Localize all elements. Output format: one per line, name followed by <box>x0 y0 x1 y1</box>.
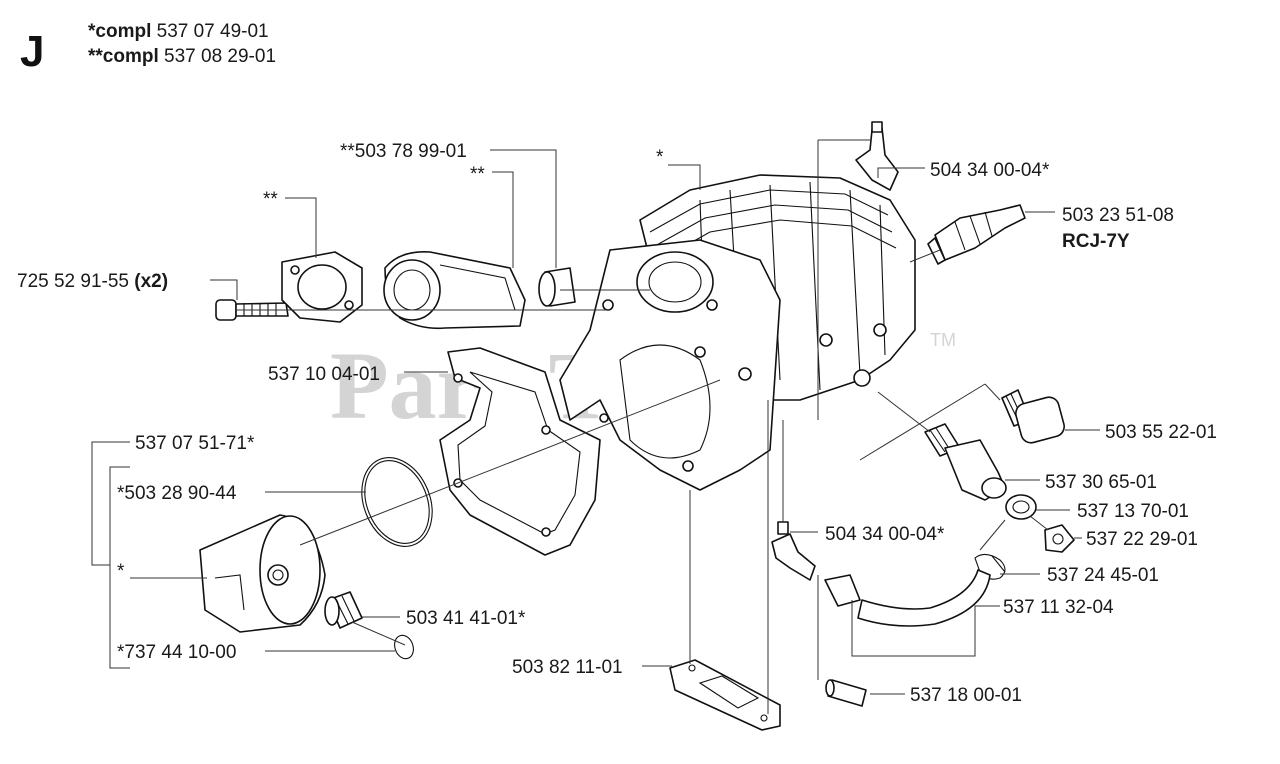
base-gasket-drawing <box>439 347 601 556</box>
watermark-tm: TM <box>930 330 956 350</box>
label-hose: 537 11 32-04 <box>1003 597 1114 618</box>
label-filter: 537 18 00-01 <box>910 685 1022 706</box>
label-intake-manifold: ** <box>470 164 485 185</box>
label-exhaust-gasket: 503 82 11-01 <box>512 657 623 678</box>
label-needle-bearing: 503 41 41-01* <box>406 608 526 629</box>
plug-drawing <box>1001 389 1065 444</box>
piston-drawing <box>199 514 326 633</box>
label-clamp: 537 24 45-01 <box>1047 565 1159 586</box>
circlip-drawing <box>394 634 414 660</box>
label-cylinder: * <box>656 147 664 168</box>
label-screw: 725 52 91-55 (x2) <box>17 271 168 292</box>
label-piston-ring: *503 28 90-44 <box>117 483 237 504</box>
label-spark-plug: 503 23 51-08 <box>1062 205 1174 226</box>
intake-gasket-drawing <box>281 251 363 323</box>
label-base-gasket: 537 10 04-01 <box>268 364 380 385</box>
label-nipple-top: 504 34 00-04* <box>930 160 1050 181</box>
exhaust-gasket-drawing <box>669 659 781 731</box>
label-banjo-screw: 537 22 29-01 <box>1086 529 1198 550</box>
label-washer: 537 13 70-01 <box>1077 501 1189 522</box>
compl-line-2: **compl 537 08 29-01 <box>88 46 276 67</box>
section-letter: J <box>20 27 44 76</box>
label-piston: * <box>117 561 125 582</box>
hose-drawing <box>824 569 991 627</box>
banjo-screw-drawing <box>1044 524 1075 553</box>
piston-ring-drawing <box>361 457 433 547</box>
washer-drawing <box>1005 494 1037 520</box>
label-spark-plug-type: RCJ-7Y <box>1062 231 1130 252</box>
cylinder-drawing <box>559 174 916 491</box>
label-sleeve: **503 78 99-01 <box>340 141 467 162</box>
label-intake-gasket: ** <box>263 189 278 210</box>
sleeve-drawing <box>538 267 576 307</box>
nipple-top-drawing <box>855 121 899 191</box>
label-decomp-valve: 537 30 65-01 <box>1045 472 1157 493</box>
label-nipple-bottom: 504 34 00-04* <box>825 524 945 545</box>
label-circlip: *737 44 10-00 <box>117 642 236 663</box>
needle-bearing-drawing <box>324 591 363 629</box>
nipple-bottom-drawing <box>771 521 816 581</box>
compl-line-1: *compl 537 07 49-01 <box>88 21 269 42</box>
leader-lines <box>91 139 1100 714</box>
intake-manifold-drawing <box>383 251 526 330</box>
label-plug: 503 55 22-01 <box>1105 422 1217 443</box>
label-piston-kit: 537 07 51-71* <box>135 433 255 454</box>
filter-drawing <box>825 679 867 707</box>
part-labels: **503 78 99-01 ** ** * 725 52 91-55 (x2)… <box>17 141 1217 706</box>
spark-plug-drawing <box>927 204 1026 265</box>
decomp-valve-drawing <box>924 423 1007 501</box>
